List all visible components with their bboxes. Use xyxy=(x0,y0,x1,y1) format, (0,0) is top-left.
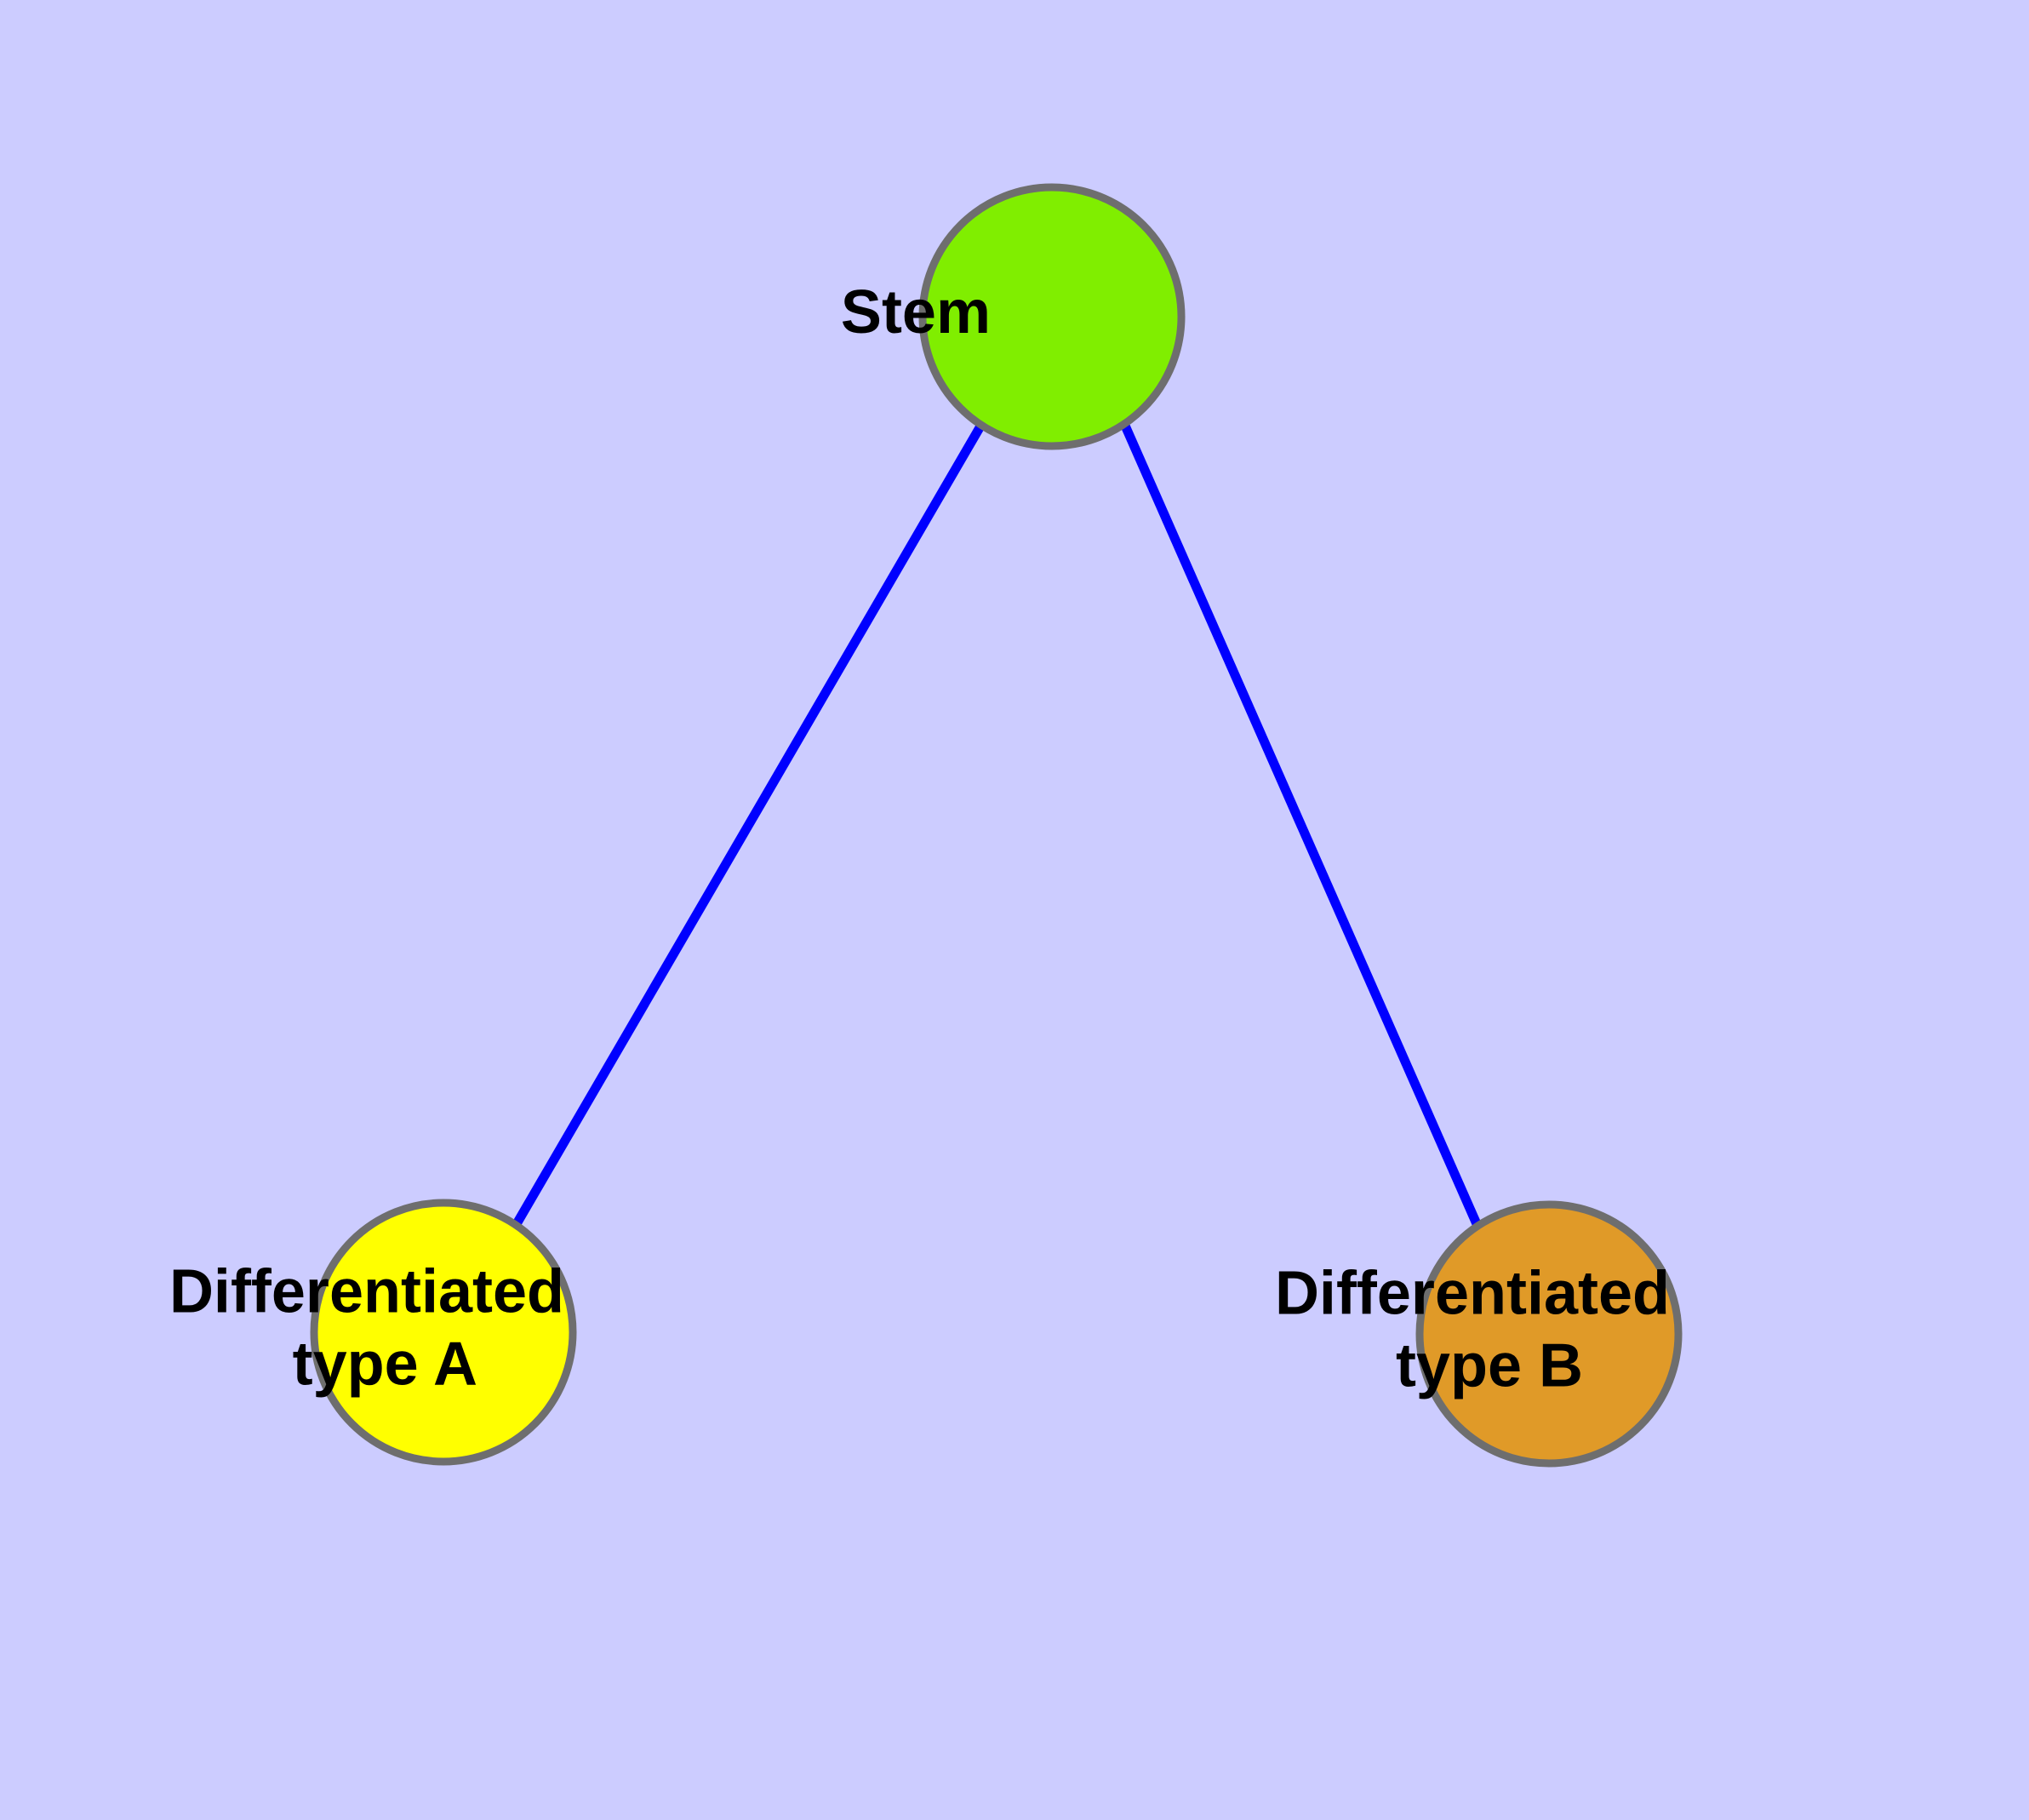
edges-group xyxy=(513,422,1483,1228)
node-differentiated-type-b-label-line1: Differentiated xyxy=(1275,1260,1670,1328)
node-stem[interactable] xyxy=(918,183,1186,450)
edge-stem-to-differentiated-type-a[interactable] xyxy=(513,422,986,1225)
node-differentiated-type-b-circle[interactable] xyxy=(1415,1200,1683,1468)
node-stem-label: Stem xyxy=(0,0,1263,346)
node-differentiated-type-b[interactable] xyxy=(1415,1200,1683,1468)
node-stem-label-line1: Stem xyxy=(841,278,991,346)
node-stem-circle[interactable] xyxy=(918,183,1186,450)
node-differentiated-type-b-label: Differentiated type B xyxy=(1275,1260,1670,1400)
node-differentiated-type-a-label: Differentiated type A xyxy=(0,0,717,1398)
node-differentiated-type-a-circle[interactable] xyxy=(310,1199,577,1466)
node-differentiated-type-a[interactable] xyxy=(310,1199,577,1466)
node-differentiated-type-a-label-line1: Differentiated xyxy=(169,1258,564,1326)
labels-group: Stem Differentiated type A Differentiate… xyxy=(0,0,1670,1400)
node-differentiated-type-b-label-line2: type B xyxy=(1396,1331,1583,1399)
node-differentiated-type-a-label-line2: type A xyxy=(293,1330,477,1398)
nodes-group xyxy=(310,183,1683,1468)
edge-stem-to-differentiated-type-b[interactable] xyxy=(1120,423,1483,1228)
